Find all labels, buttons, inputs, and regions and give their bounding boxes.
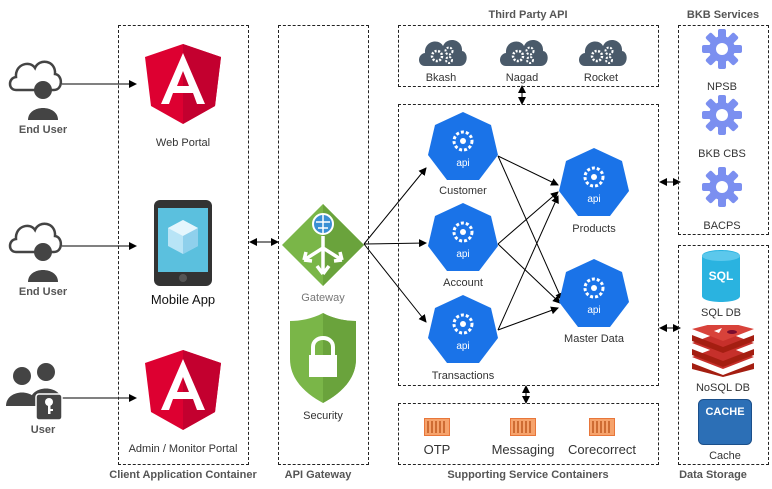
user-cloud-icon xyxy=(6,212,64,289)
arrow-transactions-products xyxy=(497,195,559,331)
cloud-gear-icon xyxy=(577,34,627,73)
gateway-container-label: API Gateway xyxy=(284,469,352,481)
bkb-container-label: BKB Services xyxy=(686,9,760,21)
account-api-icon: api xyxy=(426,202,500,279)
customer-api-icon: api xyxy=(426,111,500,188)
sql-db-icon: SQL xyxy=(702,250,740,307)
third-party-container-label: Third Party API xyxy=(488,9,568,21)
users-key-icon xyxy=(4,362,66,427)
supporting-container-label: Supporting Service Containers xyxy=(447,469,609,481)
container-icon xyxy=(589,418,615,441)
angular-icon xyxy=(145,44,221,129)
services-container xyxy=(398,104,659,386)
master-data-api-icon: api xyxy=(557,258,631,335)
mobile-app-label: Mobile App xyxy=(150,292,216,307)
svg-text:api: api xyxy=(456,249,469,260)
svg-text:api: api xyxy=(587,194,600,205)
third-party-container xyxy=(398,25,659,87)
user-label: User xyxy=(30,424,56,436)
mobile-app-icon xyxy=(154,200,212,291)
arrow-transactions-master xyxy=(497,306,559,331)
web-portal-label: Web Portal xyxy=(155,137,211,149)
svg-text:SQL: SQL xyxy=(709,269,734,283)
arrow-account-products xyxy=(497,191,559,245)
client-container xyxy=(118,25,249,465)
arrow-customer-master xyxy=(497,155,563,301)
gear-icon xyxy=(701,94,743,141)
messaging-label: Messaging xyxy=(491,442,555,457)
cloud-gear-icon xyxy=(498,34,548,73)
npsb-label: NPSB xyxy=(707,81,737,93)
cloud-gear-icon xyxy=(417,34,467,73)
client-container-label: Client Application Container xyxy=(109,469,257,481)
svg-text:api: api xyxy=(456,158,469,169)
security-shield-icon xyxy=(290,313,356,408)
bkb-cbs-label: BKB CBS xyxy=(698,148,746,160)
admin-portal-label: Admin / Monitor Portal xyxy=(128,443,238,455)
arrow-customer-products xyxy=(497,155,559,186)
storage-container-label: Data Storage xyxy=(679,469,747,481)
storage-container xyxy=(678,245,769,465)
products-api-icon: api xyxy=(557,147,631,224)
account-label: Account xyxy=(443,277,483,289)
svg-text:api: api xyxy=(456,341,469,352)
corecorrect-label: Corecorrect xyxy=(568,442,636,457)
user-label: End User xyxy=(18,286,68,298)
transactions-api-icon: api xyxy=(426,294,500,371)
arrow-gateway-transactions xyxy=(363,243,427,323)
container-icon xyxy=(424,418,450,441)
gateway-icon xyxy=(282,204,364,291)
gateway-label: Gateway xyxy=(301,292,345,304)
gateway-container xyxy=(278,25,369,465)
sql-db-label: SQL DB xyxy=(701,307,741,319)
container-icon xyxy=(510,418,536,441)
third-party-label: Bkash xyxy=(425,72,457,84)
svg-text:api: api xyxy=(587,305,600,316)
third-party-label: Nagad xyxy=(505,72,539,84)
bkb-container xyxy=(678,25,769,235)
security-label: Security xyxy=(303,410,343,422)
arrow-account-master xyxy=(497,243,561,304)
gear-icon xyxy=(701,28,743,75)
user-cloud-icon xyxy=(6,50,64,127)
transactions-label: Transactions xyxy=(431,370,495,382)
cache-icon: CACHE xyxy=(698,399,752,450)
redis-icon xyxy=(692,321,754,382)
customer-label: Customer xyxy=(439,185,487,197)
products-label: Products xyxy=(572,223,616,235)
arrow-gateway-customer xyxy=(363,167,427,245)
third-party-label: Rocket xyxy=(583,72,619,84)
supporting-container xyxy=(398,403,659,465)
cache-label: Cache xyxy=(709,450,741,462)
otp-label: OTP xyxy=(423,442,451,457)
gear-icon xyxy=(701,166,743,213)
arrow-gateway-account xyxy=(363,239,427,248)
master-data-label: Master Data xyxy=(564,333,624,345)
user-label: End User xyxy=(18,124,68,136)
nosql-db-label: NoSQL DB xyxy=(695,382,751,394)
bacps-label: BACPS xyxy=(703,220,741,232)
svg-text:CACHE: CACHE xyxy=(705,406,744,418)
angular-icon xyxy=(145,350,221,435)
